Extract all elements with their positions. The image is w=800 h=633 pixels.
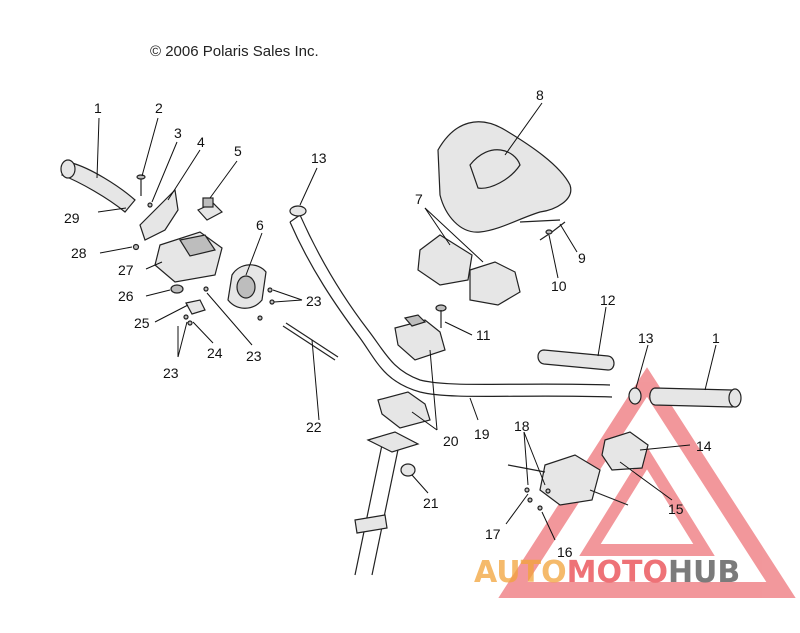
throttle-housing-part (154, 231, 223, 283)
callout-24: 24 (207, 345, 223, 361)
clamp-cap-lower-part (377, 391, 431, 429)
callout-10: 10 (551, 278, 567, 294)
throttle-cable-part (282, 322, 339, 361)
watermark-moto: MOTO (567, 555, 668, 590)
callout-2: 2 (155, 100, 163, 116)
master-cylinder-part (601, 431, 649, 471)
left-grip-part (60, 159, 136, 213)
callout-21: 21 (423, 495, 439, 511)
callout-29: 29 (64, 210, 80, 226)
callout-14: 14 (696, 438, 712, 454)
wire-part (539, 221, 566, 241)
throttle-bracket-part (139, 188, 179, 241)
callout-19: 19 (474, 426, 490, 442)
callout-15: 15 (668, 501, 684, 517)
callout-28: 28 (71, 245, 87, 261)
control-housing-part (227, 264, 267, 309)
washer-part (132, 202, 153, 251)
callout-3: 3 (174, 125, 182, 141)
callout-13-left: 13 (311, 150, 327, 166)
callout-22: 22 (306, 419, 322, 435)
callout-25: 25 (134, 315, 150, 331)
steering-post-part (354, 431, 420, 576)
heater-element-part (537, 349, 615, 371)
callout-9: 9 (578, 250, 586, 266)
callout-5: 5 (234, 143, 242, 159)
callout-8: 8 (536, 87, 544, 103)
callout-18: 18 (514, 418, 530, 434)
callout-4: 4 (197, 134, 205, 150)
bolt-part (435, 304, 447, 328)
callout-7: 7 (415, 191, 423, 207)
handlebar-cover-part (437, 121, 572, 233)
callout-1-left: 1 (94, 100, 102, 116)
screw-2-part (136, 174, 146, 196)
callout-17: 17 (485, 526, 501, 542)
bar-end-plug-left-part (289, 205, 307, 217)
copyright-notice: © 2006 Polaris Sales Inc. (150, 43, 319, 60)
callout-1-right: 1 (712, 330, 720, 346)
callouts: 1 2 3 4 5 29 28 27 26 25 24 23 23 23 6 1… (64, 87, 720, 560)
callout-12: 12 (600, 292, 616, 308)
callout-23-middle: 23 (246, 348, 262, 364)
callout-27: 27 (118, 262, 134, 278)
grommet-part (170, 284, 184, 294)
callout-11: 11 (476, 327, 491, 343)
callout-26: 26 (118, 288, 134, 304)
watermark-text: AUTOMOTOHUB (474, 555, 740, 590)
watermark-hub: HUB (668, 555, 740, 590)
watermark-auto: AUTO (474, 555, 567, 590)
cover-plate-part (185, 299, 206, 315)
brake-lever-assembly-part (507, 454, 629, 506)
shroud-part (417, 234, 521, 306)
switch-block-part (197, 197, 223, 221)
callout-23-bottom: 23 (163, 365, 179, 381)
callout-16: 16 (557, 544, 573, 560)
fasteners-part (524, 487, 551, 511)
callout-13-right: 13 (638, 330, 654, 346)
leader-lines (96, 102, 717, 541)
right-grip-part (649, 387, 742, 408)
callout-6: 6 (256, 217, 264, 233)
clamp-cap-upper-part (394, 314, 446, 361)
bar-end-plug-right-part (628, 387, 642, 405)
callout-23-right: 23 (306, 293, 322, 309)
callout-20: 20 (443, 433, 459, 449)
